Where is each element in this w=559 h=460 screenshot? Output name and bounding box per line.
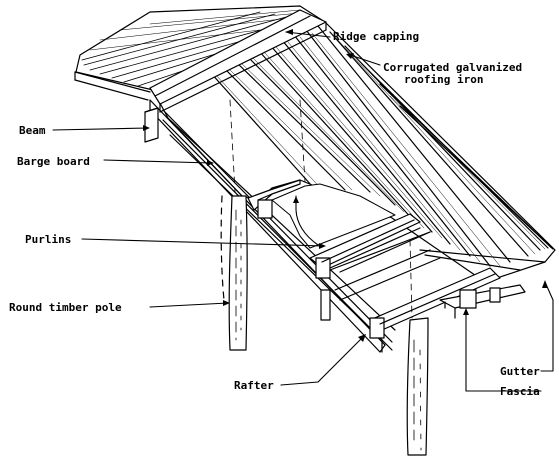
pole-front	[406, 317, 429, 456]
label-roofing-iron-line1: Corrugated galvanized	[383, 61, 523, 74]
label-gutter: Gutter	[500, 365, 540, 378]
near-roof-sheet	[152, 21, 556, 283]
far-roof-slope	[74, 5, 326, 101]
rafter-member	[169, 119, 396, 353]
purlin-1	[247, 179, 301, 219]
label-round-timber-pole: Round timber pole	[9, 301, 122, 314]
purlin-3	[369, 267, 501, 339]
label-ridge-capping: Ridge capping	[333, 30, 420, 43]
purlin-2	[309, 213, 431, 279]
label-roofing-iron-line2: roofing iron	[404, 73, 484, 86]
label-fascia: Fascia	[500, 385, 540, 398]
arrowheads	[143, 29, 548, 342]
label-purlins: Purlins	[25, 233, 72, 246]
beam-member	[144, 107, 159, 143]
label-beam: Beam	[19, 124, 46, 137]
pole-mid	[220, 195, 225, 301]
fascia-member	[459, 287, 501, 309]
label-rafter: Rafter	[234, 379, 274, 392]
roof-opening	[271, 183, 396, 249]
purlin-lower	[329, 231, 441, 301]
label-barge-board: Barge board	[17, 155, 90, 168]
hidden-lines	[229, 99, 413, 319]
ridge-capping	[149, 9, 327, 113]
pole-left	[228, 195, 248, 351]
pole-back	[320, 289, 331, 321]
leader-lines	[52, 31, 554, 392]
